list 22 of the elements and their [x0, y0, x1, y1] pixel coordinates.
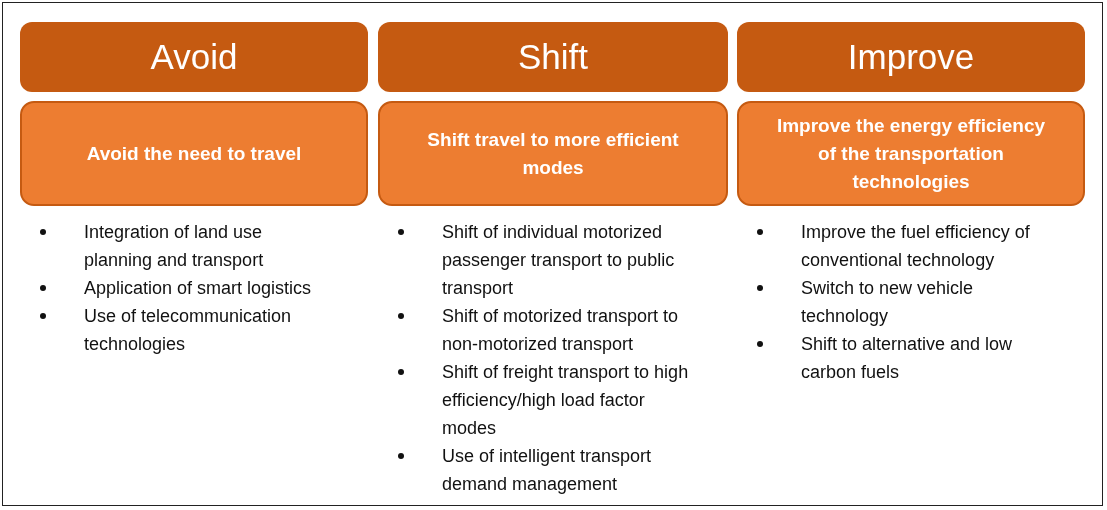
box-text: Shift travel to more efficient modes: [426, 127, 680, 180]
bullet-text: Shift of motorized transport to non-motorized transport: [442, 305, 680, 356]
category-box: [378, 101, 728, 206]
category-box: [20, 101, 368, 206]
bullet-text: Use of intelligent transport demand management: [442, 445, 653, 496]
category-box: [737, 101, 1085, 206]
header-title: Shift: [517, 37, 588, 77]
category-header: [20, 22, 368, 92]
bullet-text: Application of smart logistics: [84, 277, 313, 300]
category-header: [378, 22, 728, 92]
bullet-text: Integration of land use planning and transport: [84, 221, 265, 272]
box-text: Avoid the need to travel: [86, 141, 302, 166]
category-header: [737, 22, 1085, 92]
bullet-text: Shift to alternative and low carbon fuels: [801, 333, 1014, 384]
box-text: Improve the energy efficiency of the transportation technologies: [775, 113, 1047, 194]
bullet-text: Switch to new vehicle technology: [801, 277, 975, 328]
header-title: Avoid: [150, 37, 238, 77]
bullet-text: Use of telecommunication technologies: [84, 305, 293, 356]
bullet-text: Improve the fuel efficiency of conventional technology: [801, 221, 1031, 272]
header-title: Improve: [847, 37, 975, 77]
bullet-text: Shift of freight transport to high efficiency/high load factor modes: [442, 361, 690, 440]
bullet-text: Shift of individual motorized passenger transport to public transport: [442, 221, 676, 300]
